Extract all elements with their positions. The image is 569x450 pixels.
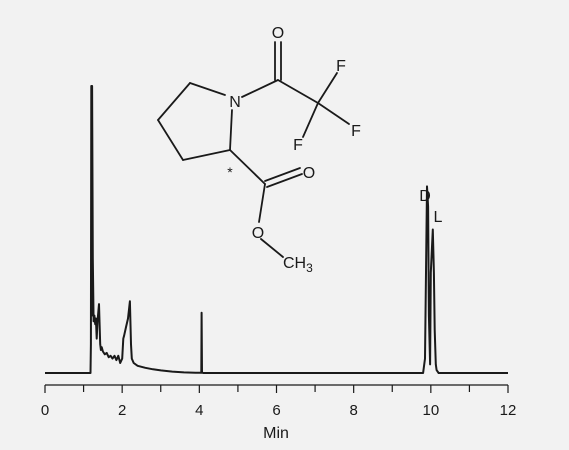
atom-label-o-top: O xyxy=(272,25,284,42)
x-tick-label: 6 xyxy=(272,402,280,419)
stereocenter-star: * xyxy=(227,164,233,180)
methyl-label-ch: CH xyxy=(283,255,306,272)
chemical-structure-labels: O N F F F * O O CH3 xyxy=(227,25,361,275)
x-axis-ticks: 0 2 4 6 8 10 12 xyxy=(41,385,517,419)
peak-label-d: D xyxy=(419,188,431,205)
x-tick-label: 10 xyxy=(422,402,439,419)
atom-label-f3: F xyxy=(293,137,303,154)
atom-label-f2: F xyxy=(351,123,361,140)
x-axis-label: Min xyxy=(263,425,289,442)
x-tick-label: 12 xyxy=(500,402,517,419)
peak-label-l: L xyxy=(434,209,443,226)
methyl-label: CH3 xyxy=(283,255,313,275)
x-tick-label: 2 xyxy=(118,402,126,419)
atom-label-o-ester: O xyxy=(252,225,264,242)
x-axis: 0 2 4 6 8 10 12 Min xyxy=(41,384,517,442)
chemical-structure xyxy=(157,41,350,258)
atom-label-f1: F xyxy=(336,58,346,75)
atom-label-n: N xyxy=(229,94,241,111)
methyl-label-subscript: 3 xyxy=(306,261,313,275)
x-tick-label: 8 xyxy=(349,402,357,419)
x-tick-label: 4 xyxy=(195,402,203,419)
atom-label-o-right: O xyxy=(303,165,315,182)
x-tick-label: 0 xyxy=(41,402,49,419)
chromatogram-trace xyxy=(45,85,508,374)
